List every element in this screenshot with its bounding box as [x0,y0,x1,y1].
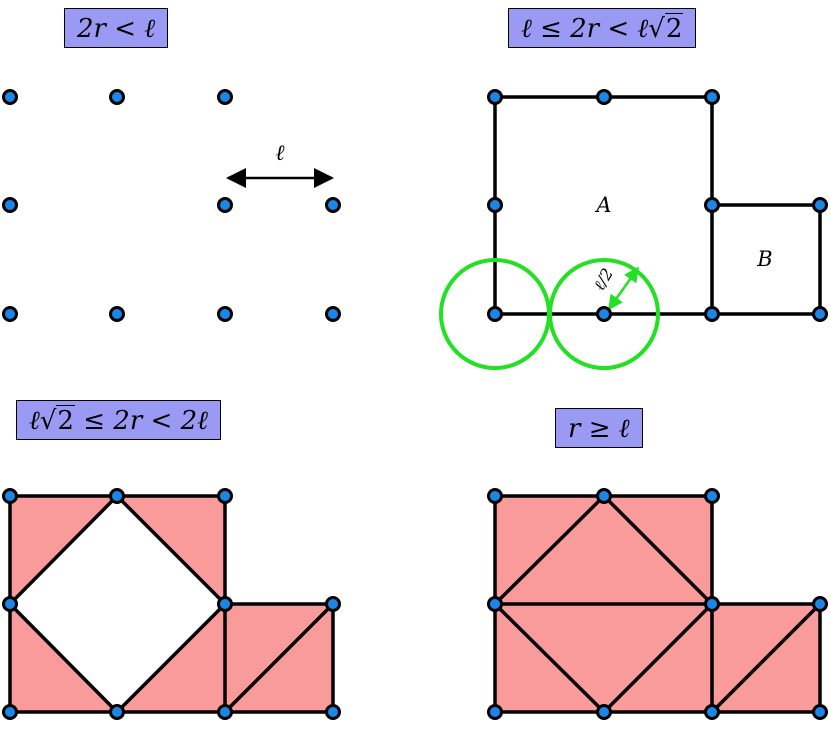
panel-top-left: ℓ [2,89,341,322]
panel-bottom-left [2,488,341,720]
node [2,488,18,504]
label-case-1: 2r < ℓ [64,8,169,48]
node [704,596,720,612]
node [217,704,233,720]
radius-label: ℓ/2 [589,265,617,294]
node [217,197,233,213]
node [217,89,233,105]
node [109,704,125,720]
node [217,488,233,504]
node [2,306,18,322]
nodes-bottom-left [2,488,341,720]
node [596,89,612,105]
node [596,704,612,720]
node [812,306,828,322]
node [704,89,720,105]
node [596,488,612,504]
label-case-3: ℓ√2 ≤ 2r < 2ℓ [16,400,221,440]
edge [710,602,822,714]
node [487,488,503,504]
node [325,704,341,720]
node [2,197,18,213]
nodes-top-left [2,89,341,322]
label-case-3-ell: ℓ [29,406,40,436]
node [325,197,341,213]
node [812,197,828,213]
label-case-4: r ≥ ℓ [555,408,643,448]
node [109,306,125,322]
node [596,306,612,322]
radius-arrow [607,266,640,311]
node [109,89,125,105]
panel-bottom-right [487,488,828,720]
node [2,89,18,105]
label-case-4-text: r ≥ ℓ [568,414,630,444]
node [109,488,125,504]
edge [712,203,822,316]
node [487,89,503,105]
coverage-circle [548,258,660,370]
edge [223,602,335,714]
edge [225,602,335,714]
node [704,306,720,322]
node [487,197,503,213]
node [487,596,503,612]
nodes-bottom-right [487,488,828,720]
label-case-1-text: 2r < ℓ [77,14,156,44]
panel-top-right: ℓ/2 A B [439,89,828,370]
node [325,306,341,322]
node [812,596,828,612]
node [217,596,233,612]
node [487,306,503,322]
label-case-2-text: ℓ ≤ 2r < ℓ [521,14,649,44]
node [704,704,720,720]
region-a-label: A [594,193,611,217]
edge [712,602,822,714]
sqrt-symbol: √ [39,406,57,436]
node [325,596,341,612]
node [704,488,720,504]
length-label: ℓ [275,141,285,166]
nodes-top-right [487,89,828,322]
sqrt-symbol: √ [648,14,665,44]
node [704,197,720,213]
label-case-3-rest: ≤ 2r < 2ℓ [74,406,208,436]
label-case-2: ℓ ≤ 2r < ℓ√2 [508,8,697,48]
node [2,704,18,720]
label-case-3-radicand: 2 [56,405,75,436]
node [812,704,828,720]
node [2,596,18,612]
node [487,704,503,720]
edges-top-right [493,95,822,316]
node [217,306,233,322]
region-b-label: B [756,247,772,271]
label-case-2-radicand: 2 [664,13,684,44]
